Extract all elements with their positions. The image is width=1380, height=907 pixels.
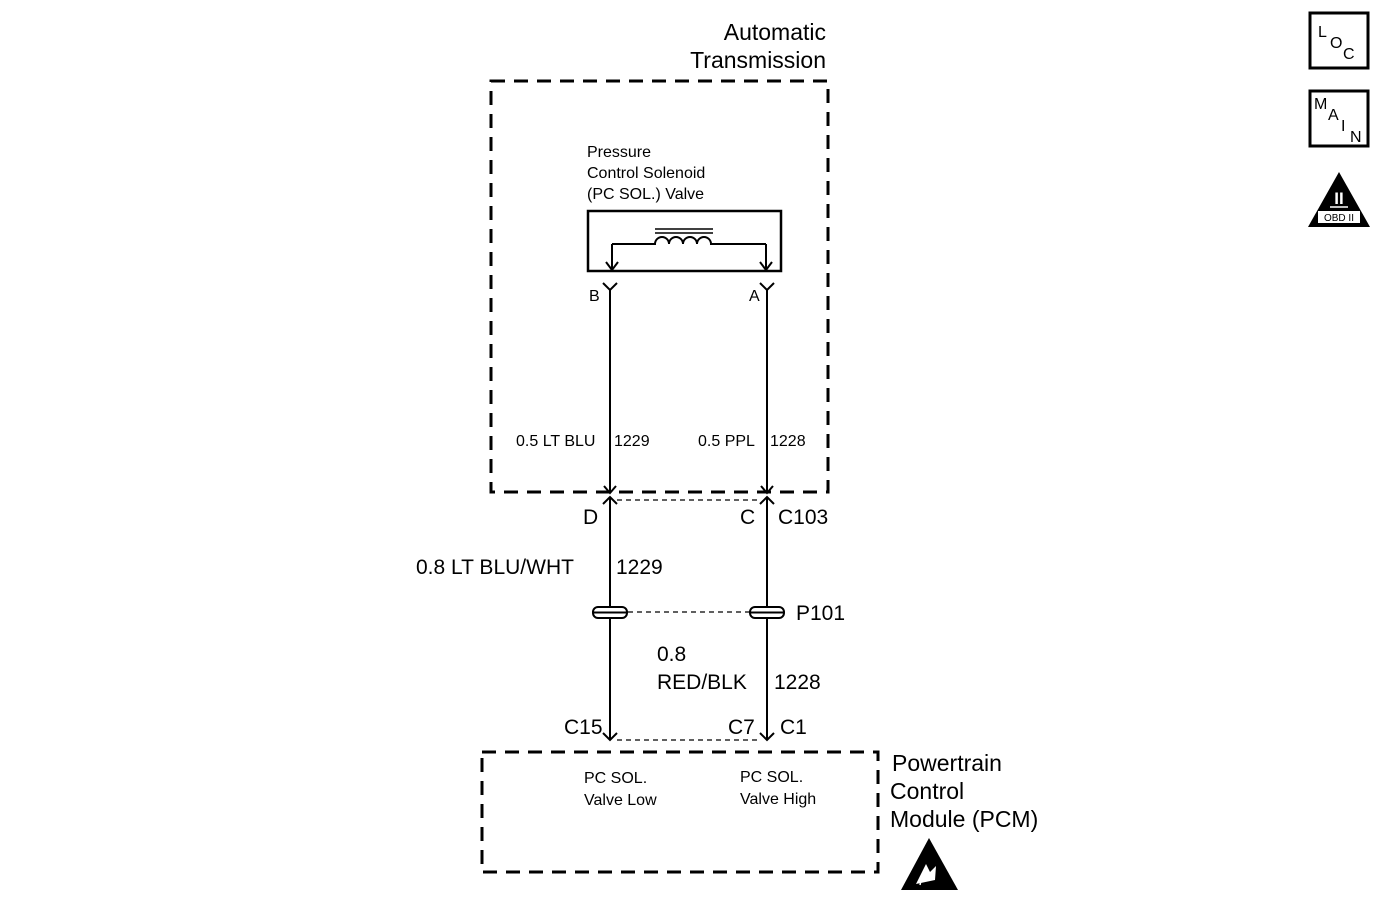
transmission-title-line2: Transmission xyxy=(690,47,826,73)
obd-roman: II xyxy=(1334,189,1343,208)
obd-label: OBD II xyxy=(1324,213,1354,224)
pcm-input-high-line2: Valve High xyxy=(740,791,816,808)
coil-icon xyxy=(605,228,773,272)
transmission-title-line1: Automatic xyxy=(724,19,826,45)
c103-pin-c: C xyxy=(740,506,755,529)
loc-letter-c: C xyxy=(1343,46,1355,63)
wire-left-color-internal: 0.5 LT BLU xyxy=(516,433,595,450)
wire-right-circuit-internal: 1228 xyxy=(770,433,806,450)
p101-name: P101 xyxy=(796,602,845,625)
c103-pin-d: D xyxy=(583,506,598,529)
main-button-frame[interactable] xyxy=(1308,89,1370,148)
wire-right-gauge: 0.8 xyxy=(657,643,686,666)
main-button[interactable]: M A I N xyxy=(1308,89,1370,148)
terminal-b-label: B xyxy=(589,288,600,305)
pc-solenoid: Pressure Control Solenoid (PC SOL.) Valv… xyxy=(586,144,783,305)
main-letter-a: A xyxy=(1328,107,1339,124)
connector-c1: C15 C7 C1 xyxy=(564,716,807,742)
wire-left-color: 0.8 LT BLU/WHT xyxy=(416,556,574,579)
wire-left-circuit-internal: 1229 xyxy=(614,433,650,450)
c1-name: C1 xyxy=(780,716,807,739)
connector-c103: D C C103 xyxy=(583,499,828,529)
pcm-title-line3: Module (PCM) xyxy=(890,806,1038,832)
obd-ii-button[interactable]: II OBD II xyxy=(1308,172,1370,227)
main-letter-m: M xyxy=(1314,96,1327,113)
wire-right-circuit: 1228 xyxy=(774,671,821,694)
wire-right-color: RED/BLK xyxy=(657,671,747,694)
wire-1228 xyxy=(759,290,775,740)
pcm-input-high-line1: PC SOL. xyxy=(740,769,803,786)
wire-left-circuit: 1229 xyxy=(616,556,663,579)
transmission-boundary xyxy=(489,79,830,494)
c103-name: C103 xyxy=(778,506,828,529)
pcm-title-line1: Powertrain xyxy=(892,750,1002,776)
solenoid-label-line2: Control Solenoid xyxy=(587,165,705,182)
loc-letter-l: L xyxy=(1318,24,1327,41)
solenoid-label-line1: Pressure xyxy=(587,144,651,161)
terminal-a-symbol xyxy=(759,282,775,292)
wire-right-color-internal: 0.5 PPL xyxy=(698,433,755,450)
pass-through-p101: P101 xyxy=(592,602,845,625)
terminal-b-symbol xyxy=(602,282,618,292)
esd-warning-icon xyxy=(901,838,958,890)
loc-button[interactable]: L O C xyxy=(1308,11,1370,70)
pcm-component: PC SOL. Valve Low PC SOL. Valve High Pow… xyxy=(480,750,1038,874)
loc-button-frame[interactable] xyxy=(1308,11,1370,70)
transmission-component: Automatic Transmission xyxy=(489,19,830,494)
terminal-a-label: A xyxy=(749,288,760,305)
main-letter-n: N xyxy=(1350,129,1362,146)
main-letter-i: I xyxy=(1341,118,1345,135)
pcm-input-low-line1: PC SOL. xyxy=(584,770,647,787)
wire-1229 xyxy=(602,290,618,740)
pcm-pin-c15: C15 xyxy=(564,716,603,739)
pcm-input-low-line2: Valve Low xyxy=(584,792,657,809)
solenoid-label-line3: (PC SOL.) Valve xyxy=(587,186,704,203)
pcm-boundary xyxy=(480,750,880,874)
loc-letter-o: O xyxy=(1330,35,1342,52)
pcm-title-line2: Control xyxy=(890,778,964,804)
pcm-pin-c7: C7 xyxy=(728,716,755,739)
